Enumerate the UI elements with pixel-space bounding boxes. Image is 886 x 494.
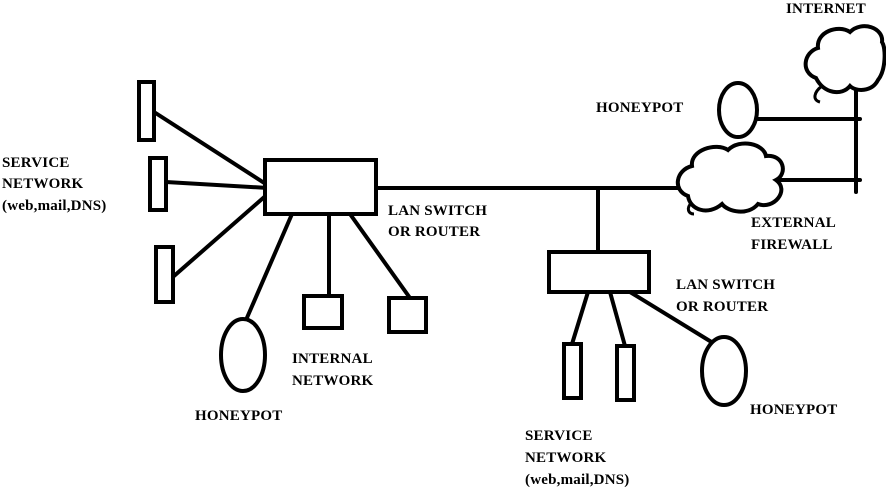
internal-network-label-2: NETWORK: [292, 373, 374, 389]
honeypot-top: [717, 81, 759, 139]
lan-switch-second-label-1: LAN SWITCH: [676, 277, 776, 293]
link-honeypot-right: [628, 290, 720, 348]
honeypot-right: [700, 335, 748, 407]
internal-host-2: [387, 296, 428, 334]
external-firewall-cloud: [676, 141, 785, 214]
firewall-tail: [686, 200, 695, 216]
server-left-3: [154, 245, 175, 304]
service-network-left-label-3: (web,mail,DNS): [2, 198, 107, 214]
link-bottom-server-2: [608, 290, 627, 348]
lan-switch-second-label-2: OR ROUTER: [676, 299, 769, 315]
lan-switch-main: [263, 158, 378, 216]
lan-switch-main-label-1: LAN SWITCH: [388, 203, 488, 219]
service-network-bottom-label-2: NETWORK: [525, 450, 607, 466]
internet-cloud: [803, 24, 886, 95]
external-firewall-label-2: FIREWALL: [751, 237, 833, 253]
internal-network-label-1: INTERNAL: [292, 351, 373, 367]
link-server-3: [172, 190, 272, 278]
link-server-2: [164, 180, 270, 190]
internet-label: INTERNET: [786, 1, 866, 17]
link-bottom-server-1: [570, 290, 590, 346]
server-bottom-1: [562, 342, 583, 400]
server-left-1: [137, 80, 156, 142]
internet-tail: [813, 84, 823, 104]
honeypot-top-label: HONEYPOT: [596, 100, 684, 116]
honeypot-right-label: HONEYPOT: [750, 402, 838, 418]
honeypot-left-label: HONEYPOT: [195, 408, 283, 424]
external-firewall-label-1: EXTERNAL: [751, 215, 836, 231]
link-internal-2: [348, 212, 412, 300]
service-network-bottom-label-3: (web,mail,DNS): [525, 472, 630, 488]
lan-switch-main-label-2: OR ROUTER: [388, 224, 481, 240]
lan-switch-second: [547, 250, 651, 294]
service-network-left-label-2: NETWORK: [2, 176, 84, 192]
link-honeypot-left: [244, 212, 294, 322]
internal-host-1: [302, 294, 344, 330]
honeypot-left: [219, 317, 267, 393]
server-bottom-2: [615, 344, 636, 402]
link-server-1: [152, 110, 274, 190]
service-network-bottom-label-1: SERVICE: [525, 428, 593, 444]
server-left-2: [148, 156, 168, 212]
service-network-left-label-1: SERVICE: [2, 155, 70, 171]
